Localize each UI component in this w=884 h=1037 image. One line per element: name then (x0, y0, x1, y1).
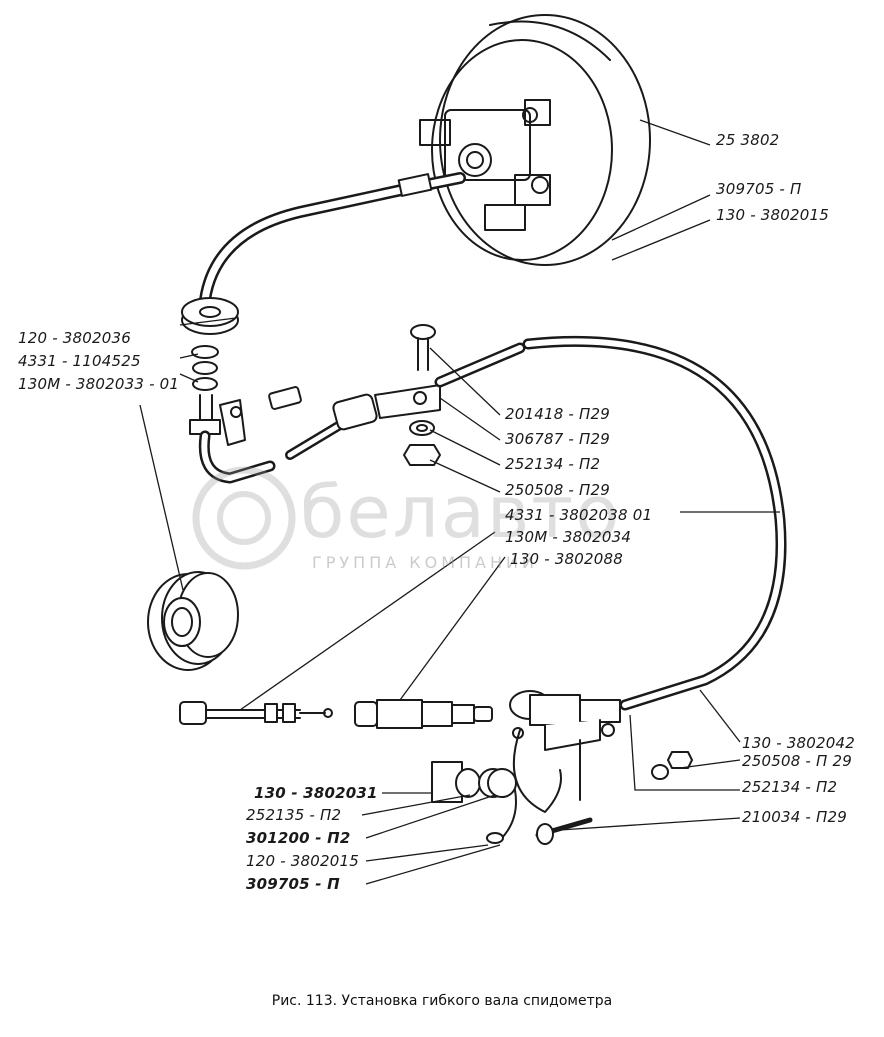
label-210034-p29: 210034 - П29 (742, 808, 847, 826)
label-306787-p29: 306787 - П29 (505, 430, 610, 448)
leader-lines (139, 119, 780, 885)
speedometer-gauge (419, 14, 651, 266)
short-tube-loop (198, 430, 276, 484)
label-301200-p2: 301200 - П2 (246, 829, 351, 847)
label-130-3802088: 130 - 3802088 (510, 550, 623, 568)
screw-washer-nut (403, 324, 441, 466)
figure-caption: Рис. 113. Установка гибкого вала спидоме… (271, 993, 613, 1009)
label-130-3802042: 130 - 3802042 (742, 734, 855, 752)
watermark-logo-icon (192, 466, 296, 570)
label-130-3802031: 130 - 3802031 (254, 784, 378, 802)
label-252134-p2-lower: 252134 - П2 (742, 778, 838, 796)
drive-shaft-parts (179, 699, 493, 729)
label-201418-p29: 201418 - П29 (505, 405, 610, 423)
label-4331-3802038-01: 4331 - 3802038 01 (505, 506, 653, 524)
grommet (181, 297, 239, 335)
label-120-3802036: 120 - 3802036 (18, 329, 131, 347)
label-252134-p2-upper: 252134 - П2 (505, 455, 601, 473)
drive-pulley (147, 571, 239, 671)
long-flexible-shaft (434, 335, 787, 711)
watermark-subtitle: ГРУППА КОМПАНИЙ (312, 553, 538, 572)
watermark-name: белавто (300, 470, 622, 554)
label-4331-1104525: 4331 - 1104525 (18, 352, 141, 370)
label-252135-p2: 252135 - П2 (246, 806, 342, 824)
label-25-3802: 25 3802 (716, 131, 780, 149)
washer-stack (189, 345, 246, 446)
drive-housing (509, 690, 621, 813)
label-130-3802015: 130 - 3802015 (716, 206, 829, 224)
label-130m-3802033-01: 130М - 3802033 - 01 (18, 375, 180, 393)
label-309705-p-bottom: 309705 - П (246, 875, 340, 893)
label-130m-3802034: 130М - 3802034 (505, 528, 632, 546)
upper-flexible-shaft (199, 172, 466, 306)
label-309705-p-top: 309705 - П (716, 180, 802, 198)
middle-adapter (268, 384, 441, 460)
label-120-3802015: 120 - 3802015 (246, 852, 359, 870)
label-250508-p29-upper: 250508 - П29 (505, 481, 610, 499)
label-250508-p29-lower: 250508 - П 29 (742, 752, 852, 770)
bottom-small-parts (431, 751, 693, 845)
